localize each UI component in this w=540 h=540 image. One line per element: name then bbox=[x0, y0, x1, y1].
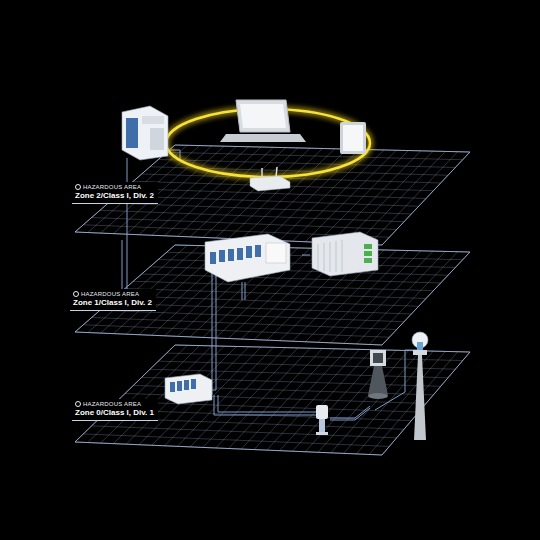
grid-line bbox=[75, 345, 175, 442]
grid-line bbox=[139, 346, 237, 444]
zone-label: HAZARDOUS AREAZone 1/Class I, Div. 2 bbox=[70, 289, 156, 311]
hazard-icon bbox=[75, 184, 81, 190]
grid-line bbox=[117, 296, 419, 307]
grid-line bbox=[92, 218, 397, 230]
laptop bbox=[220, 100, 306, 142]
hazard-text: HAZARDOUS AREA bbox=[83, 184, 141, 190]
hazard-icon bbox=[73, 291, 79, 297]
hazard-text: HAZARDOUS AREA bbox=[81, 291, 139, 297]
grid-line bbox=[75, 332, 382, 345]
grid-line bbox=[83, 325, 389, 338]
zone-label: HAZARDOUS AREAZone 2/Class I, Div. 2 bbox=[72, 182, 158, 204]
level-sensor bbox=[368, 350, 388, 399]
grid-line bbox=[158, 260, 455, 268]
cables bbox=[122, 150, 418, 420]
controller bbox=[122, 106, 168, 160]
grid-line bbox=[382, 152, 470, 245]
grid-line bbox=[133, 281, 433, 291]
hazard-heading: HAZARDOUS AREA bbox=[75, 184, 154, 190]
transmitter bbox=[412, 332, 428, 440]
zone-text: Zone 1/Class I, Div. 2 bbox=[73, 298, 152, 307]
grid-line bbox=[75, 345, 175, 442]
zone-text: Zone 2/Class I, Div. 2 bbox=[75, 191, 154, 200]
grid-line bbox=[92, 318, 397, 330]
hazard-heading: HAZARDOUS AREA bbox=[75, 401, 154, 407]
router bbox=[250, 167, 290, 191]
grid-line bbox=[150, 267, 448, 276]
grid-line bbox=[125, 289, 426, 299]
grid-line bbox=[382, 252, 470, 345]
zone-label: HAZARDOUS AREAZone 0/Class I, Div. 1 bbox=[72, 399, 158, 421]
tablet bbox=[340, 122, 366, 154]
grid-line bbox=[167, 152, 463, 160]
grid-line bbox=[158, 361, 455, 369]
grid-line bbox=[75, 332, 382, 345]
grid-line bbox=[75, 442, 382, 455]
grid-line bbox=[75, 442, 382, 455]
grid-line bbox=[117, 402, 419, 413]
hazard-heading: HAZARDOUS AREA bbox=[73, 291, 152, 297]
zone-text: Zone 0/Class I, Div. 1 bbox=[75, 408, 154, 417]
grid-line bbox=[142, 274, 441, 283]
remote-io bbox=[165, 374, 212, 404]
hazard-icon bbox=[75, 401, 81, 407]
grid-line bbox=[100, 210, 404, 222]
grid-line bbox=[117, 196, 419, 207]
hazard-text: HAZARDOUS AREA bbox=[83, 401, 141, 407]
grid-line bbox=[382, 352, 470, 455]
io-modules bbox=[205, 232, 378, 282]
grid-line bbox=[126, 346, 224, 444]
grid-line bbox=[175, 145, 470, 152]
grid-line bbox=[125, 189, 426, 199]
grid-line bbox=[75, 145, 175, 232]
flow-sensor bbox=[316, 405, 328, 435]
grid-line bbox=[100, 310, 404, 322]
grid-line bbox=[175, 145, 470, 152]
